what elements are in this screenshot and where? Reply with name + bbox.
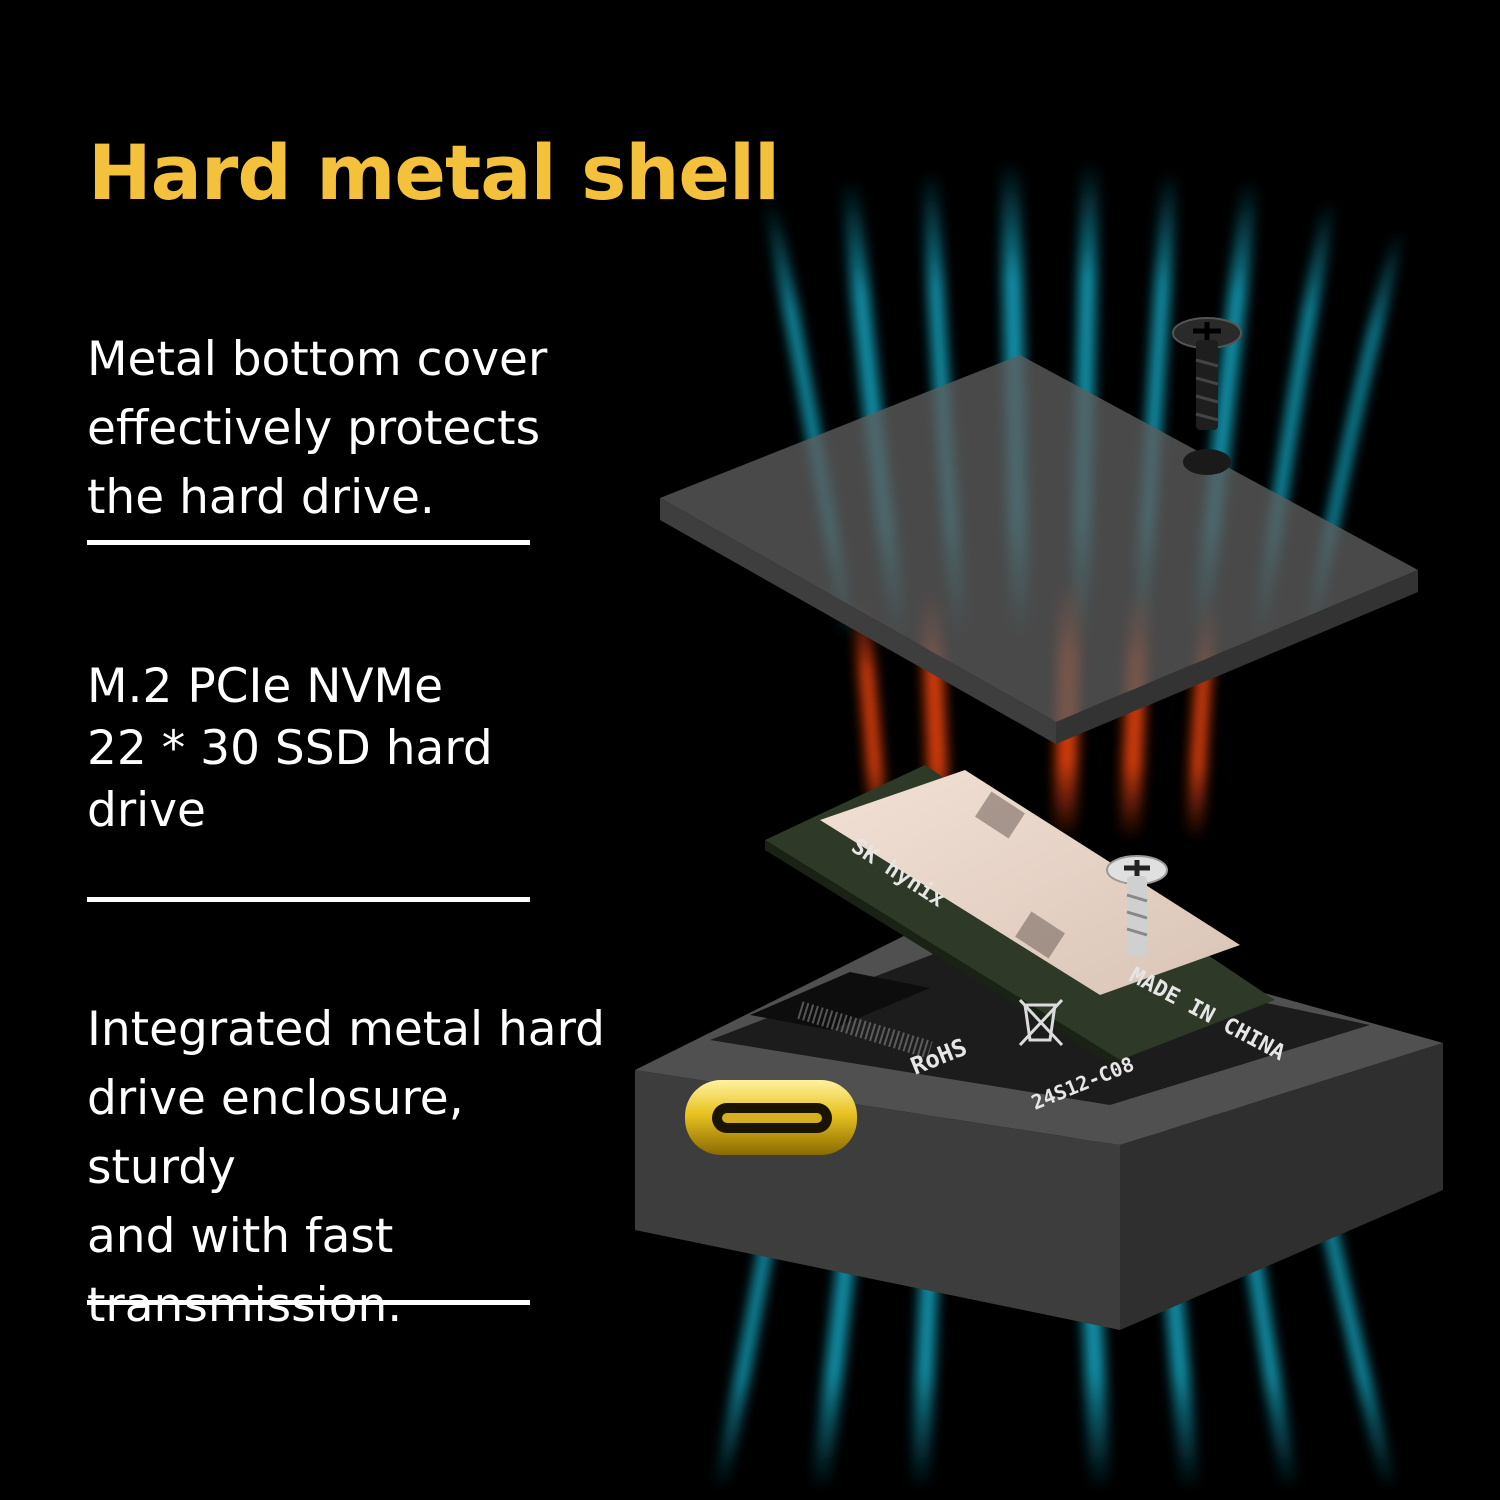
cover-screw-hole xyxy=(1183,449,1231,475)
m2-connector-slot xyxy=(750,972,933,1059)
divider-1 xyxy=(87,540,530,545)
divider-2 xyxy=(87,897,530,902)
enclosure-exploded-illustration: SK hynix MADE IN CHINA RoHS 24S12-C08 xyxy=(635,160,1443,1492)
weee-bin-icon xyxy=(1018,998,1064,1047)
headline: Hard metal shell xyxy=(88,128,780,217)
divider-3 xyxy=(87,1300,530,1305)
screw-icon xyxy=(1172,317,1242,430)
metal-bottom-cover xyxy=(660,355,1418,744)
screw-icon xyxy=(1106,855,1168,956)
feature-ssd-spec: M.2 PCIe NVMe 22 * 30 SSD hard drive xyxy=(87,659,493,838)
feature-enclosure: Integrated metal hard drive enclosure, s… xyxy=(87,1002,605,1333)
usb-c-connector-icon xyxy=(685,1080,857,1155)
feature-bottom-cover: Metal bottom cover effectively protects … xyxy=(87,332,548,525)
